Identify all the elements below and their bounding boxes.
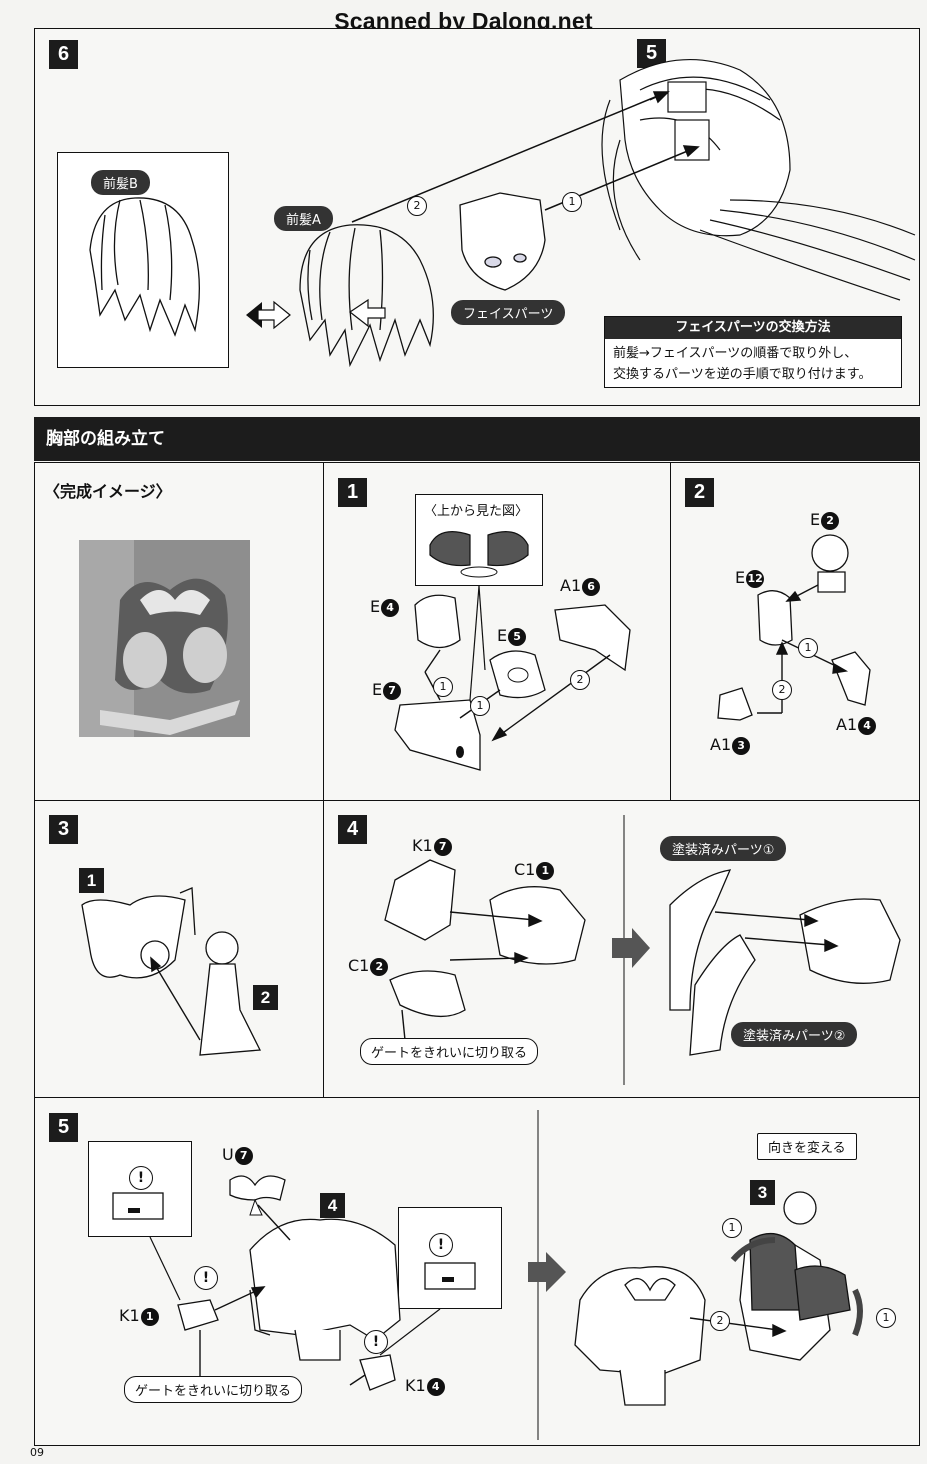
step4-number: 4 [338, 815, 367, 844]
step3-part1-number: 1 [79, 868, 104, 893]
front-hair-b-label: 前髪B [91, 170, 150, 195]
step3-part2-number: 2 [253, 985, 278, 1010]
painted-part-1-label: 塗装済みパーツ① [660, 836, 787, 861]
head-drawing [601, 58, 916, 301]
order-2-marker: 2 [407, 196, 427, 216]
warning-icon-callout-left: ! [129, 1166, 153, 1190]
warning-icon-k14: ! [364, 1330, 388, 1354]
completed-image-label: 〈完成イメージ〉 [44, 482, 172, 501]
turn-direction-note: 向きを変える [757, 1133, 857, 1160]
step1-order-1b: 1 [470, 696, 490, 716]
step2-panel [670, 462, 920, 801]
info-box-line1: 前髪→フェイスパーツの順番で取り外し、 [613, 346, 858, 361]
step2-order-1: 1 [798, 638, 818, 658]
step1-order-1a: 1 [433, 677, 453, 697]
step3-panel [34, 800, 324, 1098]
step5-part4-number: 4 [320, 1193, 345, 1218]
face-parts-drawing [459, 192, 546, 291]
face-parts-label: フェイスパーツ [451, 300, 566, 325]
step5-part3-number: 3 [750, 1180, 775, 1205]
step2-order-2: 2 [772, 680, 792, 700]
gate-trim-note-4: ゲートをきれいに切り取る [360, 1038, 539, 1065]
step3-number: 3 [49, 815, 78, 844]
step2-number: 2 [685, 478, 714, 507]
step5-number: 5 [49, 1113, 78, 1142]
step1-number: 1 [338, 478, 367, 507]
step5-order-2: 2 [710, 1311, 730, 1331]
swap-arrow [246, 300, 291, 330]
warning-icon-k11: ! [194, 1266, 218, 1290]
top-view-label: 〈上から見た図〉 [424, 504, 529, 519]
front-hair-b-drawing [89, 197, 200, 337]
step1-order-2: 2 [570, 670, 590, 690]
info-box-line2: 交換するパーツを逆の手順で取り付けます。 [613, 367, 872, 382]
step5-order-1b: 1 [876, 1308, 896, 1328]
section-title: 胸部の組み立て [34, 417, 920, 461]
warning-icon-callout-right: ! [429, 1233, 453, 1257]
info-box-title: フェイスパーツの交換方法 [605, 317, 901, 339]
front-hair-a-label: 前髪A [274, 206, 333, 231]
painted-part-2-label: 塗装済みパーツ② [731, 1022, 858, 1047]
step5-order-1a: 1 [722, 1218, 742, 1238]
face-exchange-info-box: フェイスパーツの交換方法 前髪→フェイスパーツの順番で取り外し、 交換するパーツ… [604, 316, 902, 388]
page-number: 09 [30, 1446, 44, 1459]
order-1-marker: 1 [562, 192, 582, 212]
warning-callout-right [398, 1207, 502, 1309]
step6-number: 6 [49, 40, 78, 69]
gate-trim-note-5: ゲートをきれいに切り取る [124, 1376, 303, 1403]
